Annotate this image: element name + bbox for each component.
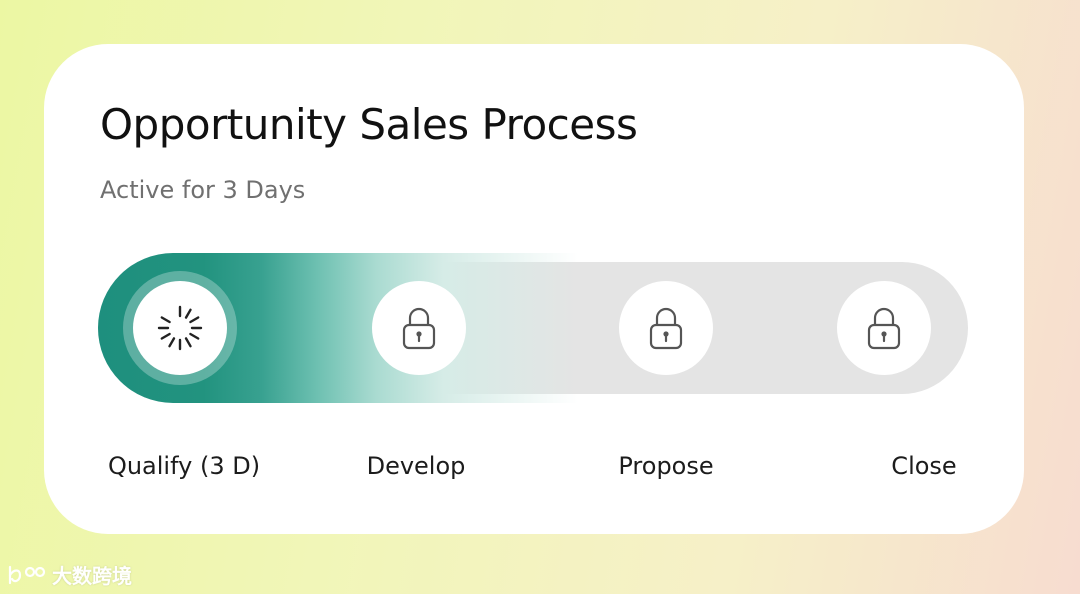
stage-label-propose: Propose <box>618 452 714 480</box>
stage-node-develop[interactable] <box>372 281 466 375</box>
stage-label-close: Close <box>891 452 957 480</box>
stage-node-close[interactable] <box>837 281 931 375</box>
lock-icon <box>402 307 436 350</box>
stage-label-qualify: Qualify (3 D) <box>107 452 261 480</box>
active-duration-text: Active for 3 Days <box>100 176 306 204</box>
lock-icon <box>867 307 901 350</box>
lock-icon <box>649 307 683 350</box>
stage-node-propose[interactable] <box>619 281 713 375</box>
stage-label-develop: Develop <box>366 452 466 480</box>
loading-spinner-icon <box>157 305 203 351</box>
brand-logo-icon <box>8 565 46 584</box>
stage-node-qualify[interactable] <box>133 281 227 375</box>
sales-process-card: Opportunity Sales Process Active for 3 D… <box>44 44 1024 534</box>
watermark-text: 大数跨境 <box>52 564 132 588</box>
watermark: 大数跨境 <box>6 560 132 589</box>
card-title: Opportunity Sales Process <box>100 100 638 149</box>
